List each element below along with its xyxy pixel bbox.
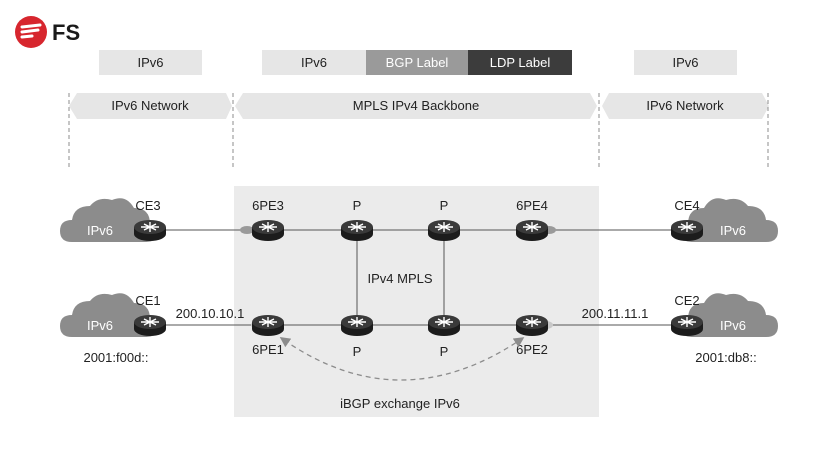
node-label-p-bottom-right: P — [440, 344, 449, 359]
ibgp-label: iBGP exchange IPv6 — [340, 396, 460, 411]
zone-right-label: IPv6 Network — [646, 98, 724, 113]
prefix-left-label: 2001:f00d:: — [83, 350, 148, 365]
router-p-bottom-left-icon — [340, 314, 374, 337]
zone-banner-right — [602, 93, 769, 119]
node-label-6pe3: 6PE3 — [252, 198, 284, 213]
router-p-bottom-right-icon — [427, 314, 461, 337]
header-box-right — [634, 50, 737, 75]
node-label-p-top-right: P — [440, 198, 449, 213]
zone-left-label: IPv6 Network — [111, 98, 189, 113]
router-ce1-icon — [133, 314, 167, 337]
router-6pe2-icon — [515, 314, 549, 337]
ldp-label-text: LDP Label — [490, 55, 551, 70]
router-6pe4-icon — [515, 219, 549, 242]
cloud-bl-label: IPv6 — [87, 318, 113, 333]
node-label-ce1: CE1 — [135, 293, 160, 308]
zone-banner-left — [69, 93, 232, 119]
prefix-right-label: 2001:db8:: — [695, 350, 756, 365]
header-box-mid-label: IPv6 — [301, 55, 327, 70]
logo-text: FS — [52, 20, 80, 45]
node-label-p-top-left: P — [353, 198, 362, 213]
node-label-6pe2: 6PE2 — [516, 342, 548, 357]
ipv4-mpls-label: IPv4 MPLS — [367, 271, 432, 286]
header-box-mid — [262, 50, 366, 75]
node-label-6pe4: 6PE4 — [516, 198, 548, 213]
fs-logo: FS — [15, 16, 80, 48]
bgp-label-text: BGP Label — [386, 55, 449, 70]
router-p-top-right-icon — [427, 219, 461, 242]
router-ce2-icon — [670, 314, 704, 337]
cloud-tl-label: IPv6 — [87, 223, 113, 238]
cloud-br-label: IPv6 — [720, 318, 746, 333]
header-box-left — [99, 50, 202, 75]
node-label-ce3: CE3 — [135, 198, 160, 213]
bgp-label-box — [366, 50, 468, 75]
zone-center-label: MPLS IPv4 Backbone — [353, 98, 479, 113]
node-label-ce4: CE4 — [674, 198, 699, 213]
mpls-backbone-area — [234, 186, 599, 417]
header-box-left-label: IPv6 — [137, 55, 163, 70]
node-label-p-bottom-left: P — [353, 344, 362, 359]
header-box-right-label: IPv6 — [672, 55, 698, 70]
address-right-label: 200.11.11.1 — [582, 306, 649, 321]
node-label-ce2: CE2 — [674, 293, 699, 308]
router-6pe1-icon — [251, 314, 285, 337]
zone-banner-center — [235, 93, 597, 119]
cloud-tr-label: IPv6 — [720, 223, 746, 238]
ibgp-arc — [279, 337, 525, 381]
ldp-label-box — [468, 50, 572, 75]
connector-6pe3 — [240, 226, 254, 234]
router-ce4-icon — [670, 219, 704, 242]
address-left-label: 200.10.10.1 — [176, 306, 245, 321]
router-ce3-icon — [133, 219, 167, 242]
router-p-top-left-icon — [340, 219, 374, 242]
router-6pe3-icon — [251, 219, 285, 242]
node-label-6pe1: 6PE1 — [252, 342, 284, 357]
